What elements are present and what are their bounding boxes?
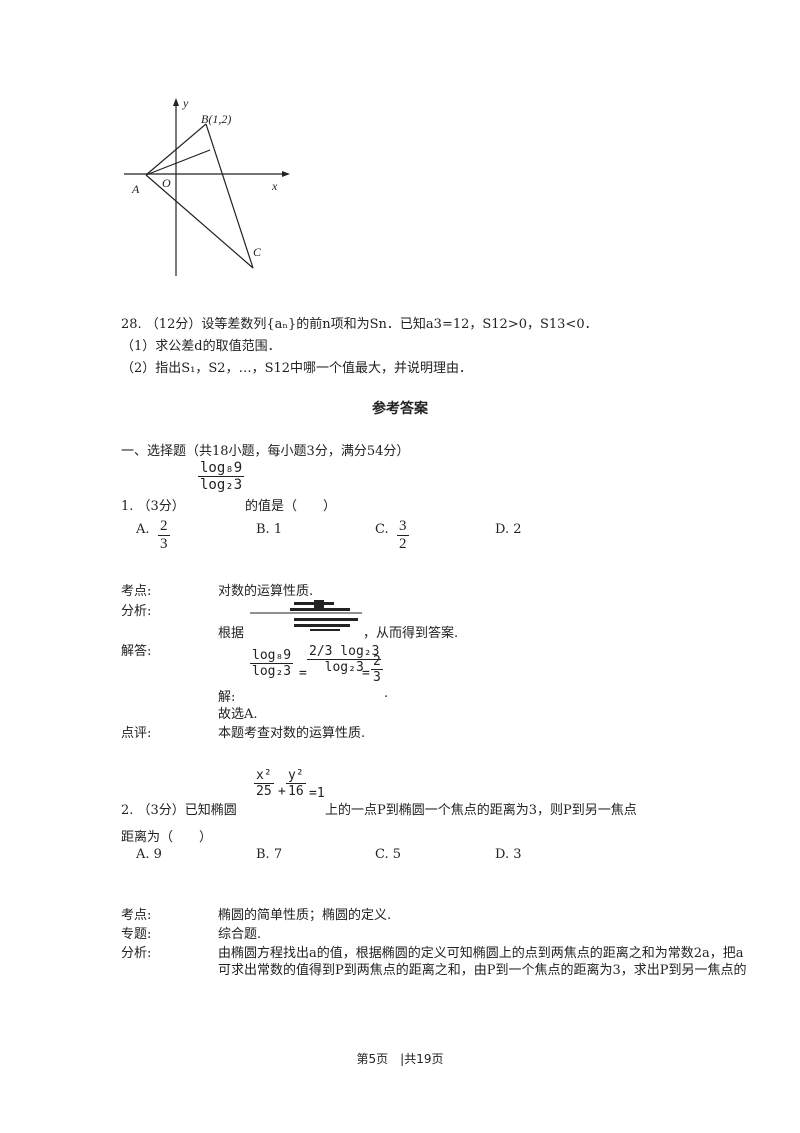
q2-prefix: 2. （3分）已知椭圆 [121,803,237,818]
label-B: B(1,2) [201,112,232,126]
q1-jieda-label: 解答: [121,644,152,659]
q1-option-c-label: C. [375,522,389,537]
q2-x-num: x² [254,768,274,784]
q2-fenxi-line1: 由椭圆方程找出a的值，根据椭圆的定义可知椭圆上的点到两焦点的距离之和为常数2a，… [218,946,744,961]
q2-line2: 距离为（ ） [121,830,213,845]
q2-eq1: =1 [309,786,325,801]
q1-sol-end: . [384,686,389,701]
q28-part2: （2）指出S₁，S2，…，S12中哪一个值最大，并说明理由． [121,361,473,376]
q2-y-fraction: y² 16 [286,768,306,799]
label-C: C [253,245,262,259]
q1-opt-c-den: 2 [399,536,407,552]
q1-sol-den3: 3 [373,670,381,685]
garbled-formula-image [250,600,362,631]
label-A: A [132,182,140,196]
q2-fenxi-label: 分析: [121,946,152,961]
q1-option-a-fraction: 2 3 [158,518,170,553]
q1-option-d: D. 2 [495,522,522,537]
q1-jie: 解: [218,690,236,705]
q1-sol-frac1: log₈9 log₂3 [250,648,294,679]
q1-sol-den2: log₂3 [324,660,364,675]
q2-x-den: 25 [256,784,272,799]
q1-opt-a-num: 2 [158,518,170,536]
q1-prefix: 1. （3分） [121,499,185,514]
q1-frac-den: log₂3 [200,477,243,493]
q2-plus: + [278,784,286,799]
q2-x-fraction: x² 25 [254,768,274,799]
q2-zhuanti: 综合题. [218,927,262,942]
q2-option-c: C. 5 [375,847,402,862]
q1-fenxi-pre: 根据 [218,626,245,641]
q2-y-num: y² [286,768,306,784]
q1-sol-num2: 2/3 log₂3 [307,644,382,660]
q1-fenxi-label: 分析: [121,604,152,619]
q1-dianping: 本题考查对数的运算性质. [218,726,366,741]
q1-option-a-label: A. [136,522,150,537]
q1-opt-c-num: 3 [397,518,409,536]
q2-option-b: B. 7 [256,847,283,862]
q1-sol-frac3: 2 3 [371,654,383,685]
q1-sol-num1: log₈9 [250,648,294,664]
label-y: y [183,96,189,110]
q28-part1: （1）求公差d的取值范围． [121,339,281,354]
q1-option-b: B. 1 [256,522,283,537]
page-footer: 第5页 |共19页 [356,1052,444,1066]
q28-stem: 28. （12分）设等差数列{aₙ}的前n项和为Sn．已知a3=12，S12>0… [121,317,598,332]
q2-kaodian-label: 考点: [121,908,152,923]
label-O: O [162,176,171,190]
q2-option-a: A. 9 [136,847,162,862]
q1-kaodian: 对数的运算性质. [218,584,314,599]
q2-suffix: 上的一点P到椭圆一个焦点的距离为3，则P到另一焦点 [325,803,637,818]
q1-dianping-label: 点评: [121,726,152,741]
q1-sol-eq1: = [299,666,307,681]
q1-fenxi-post: ，从而得到答案. [363,626,459,641]
section-heading: 一、选择题（共18小题，每小题3分，满分54分） [121,444,410,459]
q1-kaodian-label: 考点: [121,584,152,599]
q2-zhuanti-label: 专题: [121,927,152,942]
q1-fraction: log₈9 log₂3 [198,460,245,493]
coordinate-figure [124,98,290,276]
q1-sol-num3: 2 [371,654,383,670]
label-x: x [272,179,278,193]
q2-option-d: D. 3 [495,847,522,862]
q2-fenxi-line2: 可求出常数的值得到P到两焦点的距离之和，由P到一个焦点的距离为3，求出P到另一焦… [218,963,747,978]
q2-kaodian: 椭圆的简单性质；椭圆的定义. [218,908,392,923]
q1-sol-frac2: 2/3 log₂3 log₂3 [307,644,382,675]
q1-option-c-fraction: 3 2 [397,518,409,553]
q1-sol-den1: log₂3 [252,664,292,679]
q1-suffix: 的值是（ ） [245,499,337,514]
q2-y-den: 16 [288,784,304,799]
q1-sol-eq2: = [362,666,370,681]
q1-opt-a-den: 3 [160,536,168,552]
q1-choose: 故选A. [218,707,258,722]
answer-title: 参考答案 [372,401,428,417]
q1-frac-num: log₈9 [198,460,245,477]
